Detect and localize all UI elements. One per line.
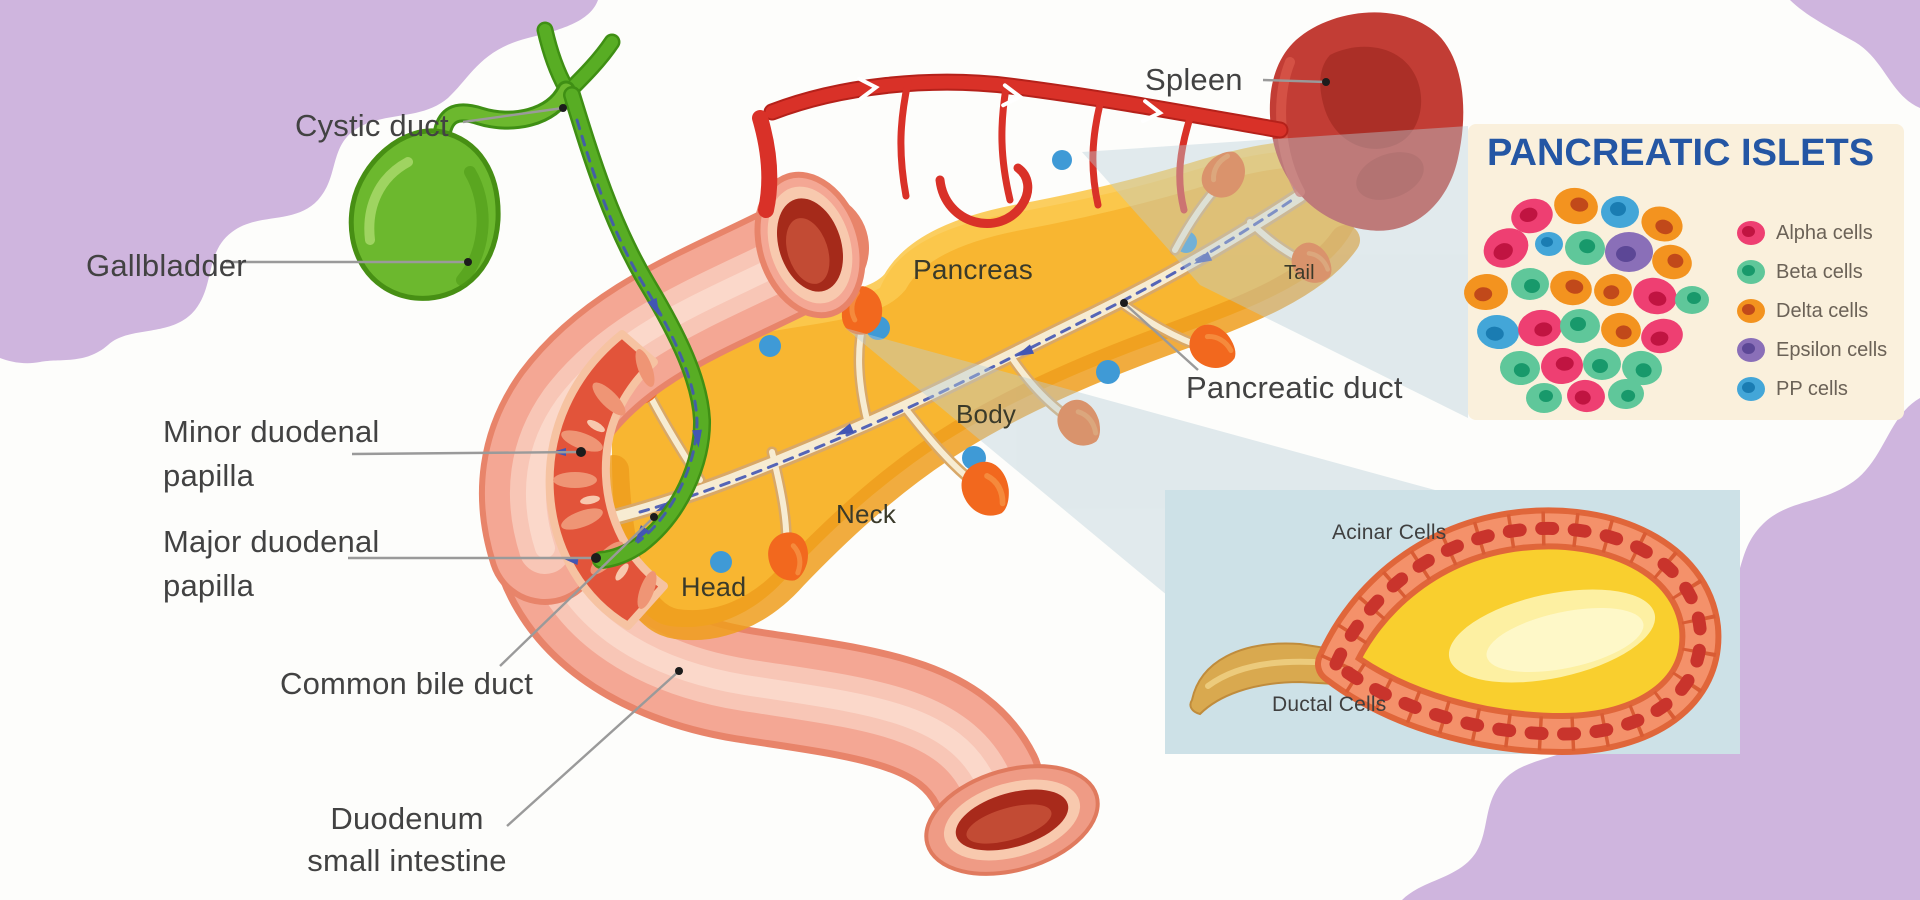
label-duodenum-line2: small intestine [307, 842, 507, 878]
label-duodenum-small-intestine: Duodenum small intestine [282, 798, 532, 882]
label-neck: Neck [836, 499, 897, 529]
acinar-panel [1165, 490, 1740, 755]
pancreatic-duct-tree [591, 176, 1311, 562]
duodenum-upper [478, 171, 869, 630]
label-duodenum-line1: Duodenum [330, 801, 484, 836]
legend-label-beta-cells: Beta cells [1776, 260, 1863, 283]
delta-cell-icon [1737, 299, 1765, 323]
duodenum-open-end [924, 764, 1100, 876]
label-minor-duodenal-papilla: Minor duodenal papilla [163, 414, 380, 494]
label-cystic-duct: Cystic duct [295, 108, 449, 143]
label-pancreas: Pancreas [913, 254, 1033, 285]
legend-item-pp-cells: PP cells [1736, 375, 1887, 403]
legend-label-alpha-cells: Alpha cells [1776, 221, 1873, 244]
alpha-cell-icon [1737, 221, 1765, 245]
label-pancreatic-duct: Pancreatic duct [1186, 370, 1403, 405]
label-acinar-cells: Acinar Cells [1332, 521, 1447, 544]
label-common-bile-duct: Common bile duct [280, 666, 534, 701]
islets-legend: Alpha cells Beta cells Delta cells Epsil… [1736, 219, 1887, 403]
label-head: Head [681, 572, 747, 602]
duodenum-lower [490, 482, 1100, 876]
legend-label-pp-cells: PP cells [1776, 377, 1848, 400]
label-gallbladder: Gallbladder [86, 248, 247, 283]
islet-cluster [1464, 187, 1709, 413]
legend-item-delta-cells: Delta cells [1736, 297, 1887, 325]
label-tail: Tail [1284, 262, 1315, 284]
biliary-system [348, 21, 712, 569]
legend-item-epsilon-cells: Epsilon cells [1736, 336, 1887, 364]
label-body: Body [956, 399, 1017, 429]
legend-item-alpha-cells: Alpha cells [1736, 219, 1887, 247]
legend-item-beta-cells: Beta cells [1736, 258, 1887, 286]
label-major-duodenal-papilla: Major duodenal papilla [163, 524, 380, 604]
islets-panel [1464, 124, 1904, 420]
acinus-illustration [1315, 507, 1722, 755]
splenic-vessels [752, 73, 1289, 228]
beta-cell-icon [1737, 260, 1765, 284]
duct-flow-arrows [655, 251, 1213, 512]
legend-label-delta-cells: Delta cells [1776, 299, 1869, 322]
islets-panel-title: PANCREATIC ISLETS [1487, 132, 1875, 174]
pp-cell-icon [1737, 377, 1765, 401]
epsilon-cell-icon [1737, 338, 1765, 362]
legend-label-epsilon-cells: Epsilon cells [1776, 338, 1888, 361]
duodenum-inner-wall [545, 330, 668, 630]
label-spleen: Spleen [1145, 62, 1243, 97]
label-ductal-cells: Ductal Cells [1272, 693, 1387, 716]
duodenum-cut-end [754, 171, 866, 319]
spleen-organ [1269, 12, 1464, 231]
